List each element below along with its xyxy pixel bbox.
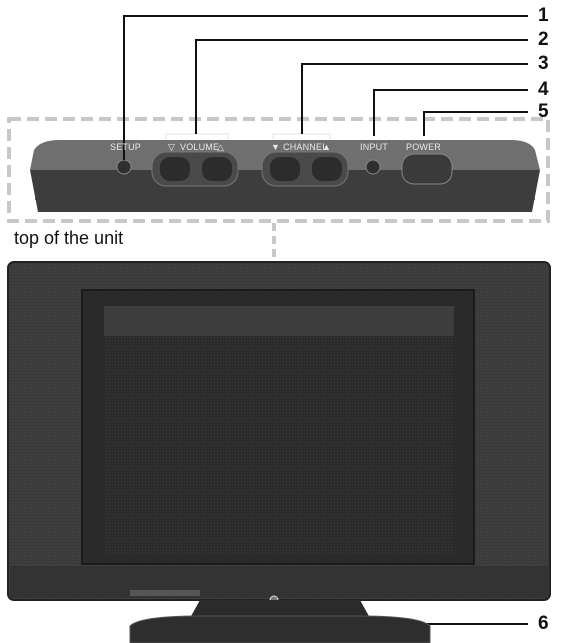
volume-down-button[interactable] [160, 157, 190, 181]
setup-label: SETUP [110, 142, 142, 152]
power-label: POWER [406, 142, 442, 152]
input-label: INPUT [360, 142, 388, 152]
callout-6: 6 [538, 613, 549, 634]
leader-line-1 [123, 15, 528, 160]
channel-bracket [272, 133, 331, 139]
callout-3: 3 [538, 53, 549, 74]
tv-stand-neck [190, 600, 370, 618]
callout-1: 1 [538, 5, 549, 26]
top-panel-callout-box [7, 117, 550, 223]
callout-5: 5 [538, 101, 549, 122]
volume-down-arrow-icon: ▽ [168, 142, 176, 152]
channel-label: CHANNEL [283, 142, 328, 152]
volume-bracket [165, 133, 229, 139]
channel-down-button[interactable] [270, 157, 300, 181]
tv-bottom-band [10, 566, 548, 598]
leader-line-3 [301, 63, 528, 134]
input-button[interactable] [365, 159, 381, 175]
callout-4: 4 [538, 79, 549, 100]
leader-line-5 [423, 111, 528, 136]
tv-speaker-slot [130, 590, 200, 596]
channel-down-arrow-icon: ▼ [271, 142, 281, 152]
setup-button[interactable] [116, 159, 132, 175]
caption-top-of-unit: top of the unit [14, 228, 124, 248]
callout-2: 2 [538, 29, 549, 50]
leader-line-2 [195, 39, 528, 134]
volume-up-arrow-icon: △ [217, 142, 225, 152]
volume-label: VOLUME [180, 142, 220, 152]
volume-up-button[interactable] [202, 157, 232, 181]
tv-stand-base [129, 615, 431, 643]
tv-screen [104, 306, 454, 554]
channel-up-arrow-icon: ▲ [322, 142, 332, 152]
leader-line-4 [373, 89, 528, 136]
power-button[interactable] [401, 153, 453, 185]
channel-up-button[interactable] [312, 157, 342, 181]
